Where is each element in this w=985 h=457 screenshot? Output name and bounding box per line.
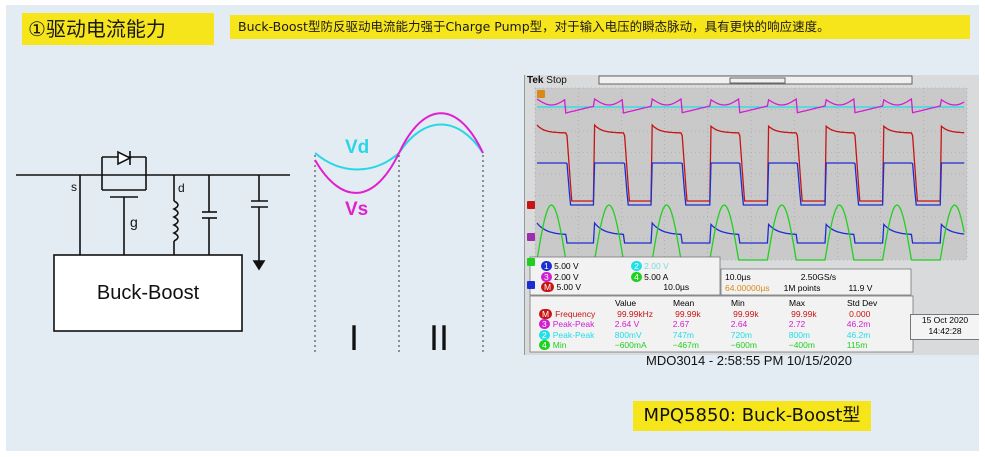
ch3-badge: 3 xyxy=(541,271,552,282)
measurement-value: 2.64 xyxy=(730,319,748,329)
measurement-name: Peak-Peak xyxy=(552,319,595,329)
scope-date: 15 Oct 2020 xyxy=(921,315,969,325)
scope-waveforms xyxy=(527,75,968,353)
measurement-name: Min xyxy=(552,340,567,350)
ch4-value: 5.00 A xyxy=(644,271,669,282)
measurement-value: 747m xyxy=(672,329,694,340)
vs-curve xyxy=(314,112,484,194)
sample-rate: 2.50GS/s xyxy=(800,272,837,282)
measurement-value: 2.64 V xyxy=(614,319,640,329)
measurement-value: −600m xyxy=(730,340,757,350)
math-value: 5.00 V xyxy=(556,282,582,292)
ch1-value: 5.00 V xyxy=(554,261,579,271)
measurement-source-badge: 4 xyxy=(539,340,550,350)
buck-boost-block-label: Buck-Boost xyxy=(96,281,200,304)
voltage-waveform-diagram xyxy=(314,112,484,355)
measurement-value: 115m xyxy=(846,340,868,350)
measurement-value: 46.2m xyxy=(846,319,871,329)
ch4-badge: 4 xyxy=(631,271,642,282)
measurement-value: −467m xyxy=(672,340,699,350)
ch2-value: 2.00 V xyxy=(644,261,669,271)
measurement-value: −600mA xyxy=(614,340,647,350)
ch1-trace xyxy=(537,162,965,206)
ch1-lower-trace xyxy=(536,221,965,244)
slide: ①驱动电流能力 Buck-Boost型防反驱动电流能力强于Charge Pump… xyxy=(6,5,979,451)
vs-label: Vs xyxy=(345,199,369,220)
oscilloscope-screenshot: Tek Stop 1 5.00 V 2 2.00 V 3 2.00 V 4 5.… xyxy=(524,75,979,355)
measurement-value: 2.72 xyxy=(788,319,806,329)
channel-settings: 1 5.00 V 2 2.00 V 3 2.00 V 4 5.00 A M 5.… xyxy=(541,261,689,293)
measurement-value: 800mV xyxy=(614,329,642,340)
section-title: ①驱动电流能力 xyxy=(22,13,214,45)
meas-header: Mean xyxy=(673,298,695,308)
measurement-value: 720m xyxy=(730,329,752,340)
node-g-label: g xyxy=(130,214,138,230)
scope-header: Tek Stop xyxy=(527,75,567,86)
meas-header: Value xyxy=(615,298,637,308)
trigger-level: 11.9 V xyxy=(848,282,873,293)
math-trace xyxy=(536,123,965,202)
ch2-badge: 2 xyxy=(631,261,642,271)
vd-curve xyxy=(314,123,484,171)
measurement-source-badge: 3 xyxy=(539,319,550,329)
description-banner: Buck-Boost型防反驱动电流能力强于Charge Pump型，对于输入电压… xyxy=(230,15,970,39)
measurement-value: −400m xyxy=(788,340,815,350)
measurement-value: 99.99k xyxy=(791,308,817,319)
circuit-schematic: s d g xyxy=(16,150,290,332)
measurement-source-badge: 2 xyxy=(539,329,550,340)
scope-time: 14:42:28 xyxy=(928,326,962,336)
region-1-label: I xyxy=(349,319,360,359)
ch1-badge: 1 xyxy=(541,261,552,271)
region-2-label: II xyxy=(429,319,450,359)
acquisition-settings: 10.0µs 2.50GS/s 64.00000µs 1M points 11.9 V xyxy=(725,272,872,293)
vd-label: Vd xyxy=(345,137,370,158)
date-time-box: 15 Oct 2020 14:42:28 xyxy=(910,314,979,340)
measurement-source-badge: M xyxy=(539,308,553,319)
measurement-value: 99.99k xyxy=(733,308,759,319)
timebase: 10.0µs xyxy=(725,272,751,282)
node-d-label: d xyxy=(178,181,185,195)
node-s-label: s xyxy=(71,180,77,194)
measurement-value: 2.67 xyxy=(672,319,690,329)
ch3-trace xyxy=(536,97,965,114)
meas-header: Std Dev xyxy=(847,298,878,308)
product-label: MPQ5850: Buck-Boost型 xyxy=(633,401,871,431)
scope-caption: MDO3014 - 2:58:55 PM 10/15/2020 xyxy=(646,353,852,368)
ch3-value: 2.00 V xyxy=(554,271,579,282)
measurement-value: 99.99kHz xyxy=(617,308,654,319)
record-length: 1M points xyxy=(783,282,821,293)
meas-header: Max xyxy=(789,298,806,308)
ch4-trace xyxy=(536,204,965,261)
math-time: 10.0µs xyxy=(663,282,690,292)
math-badge: M xyxy=(541,282,555,292)
trigger-position: 64.00000µs xyxy=(725,282,770,293)
measurement-name: Frequency xyxy=(555,308,596,319)
measurement-value: 0.000 xyxy=(849,308,871,319)
meas-header: Min xyxy=(731,298,745,308)
measurement-name: Peak-Peak xyxy=(552,329,595,340)
measurement-value: 800m xyxy=(788,329,810,340)
measurement-value: 99.99k xyxy=(675,308,701,319)
measurement-value: 46.2m xyxy=(846,329,871,340)
